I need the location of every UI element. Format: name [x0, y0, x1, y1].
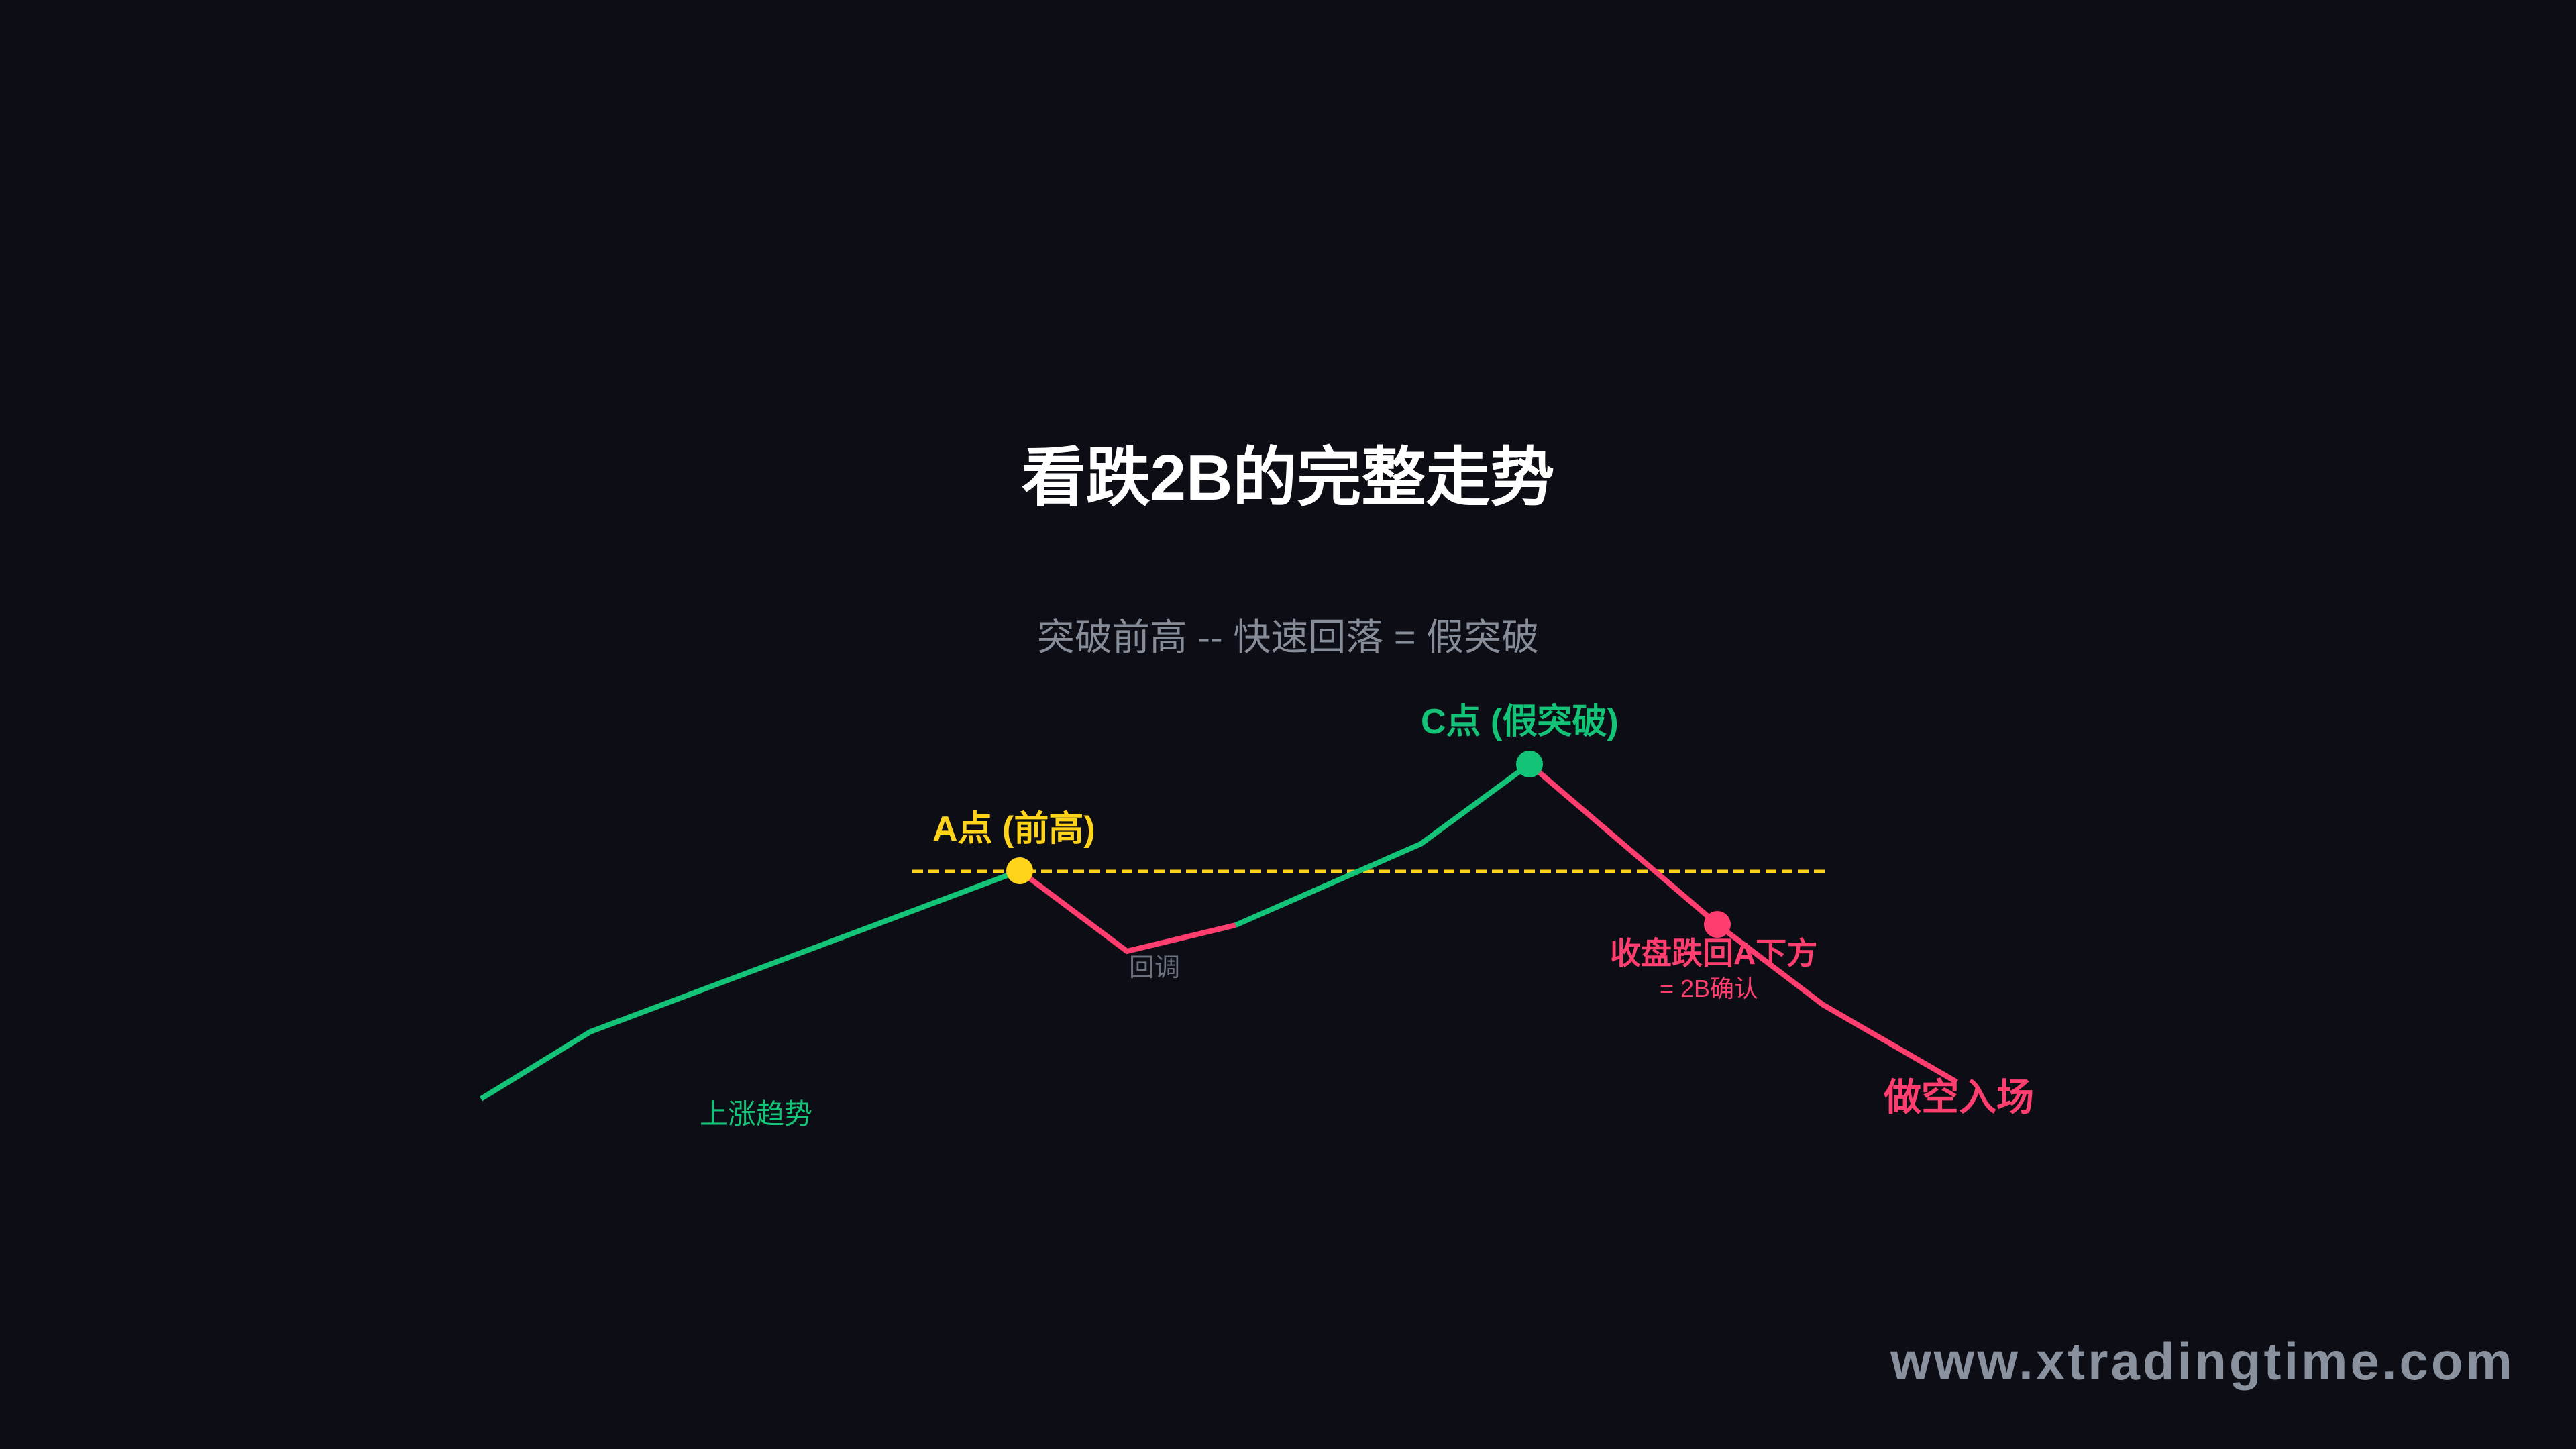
- page-subtitle: 突破前高 -- 快速回落 = 假突破: [1036, 616, 1540, 658]
- confirm-sub-label: = 2B确认: [1660, 975, 1759, 1002]
- page-title: 看跌2B的完整走势: [1021, 442, 1555, 514]
- uptrend-label: 上涨趋势: [700, 1098, 813, 1130]
- point-marker: [1006, 857, 1033, 884]
- short-entry-label: 做空入场: [1884, 1076, 2034, 1118]
- point-marker: [1516, 751, 1543, 777]
- price-segment: [1018, 868, 1236, 954]
- price-segments: [479, 761, 1959, 1102]
- pullback-label: 回调: [1129, 954, 1181, 982]
- price-segment: [1527, 761, 1959, 1085]
- confirm-label: 收盘跌回A下方: [1610, 936, 1818, 971]
- price-segment: [1234, 761, 1532, 928]
- key-point-markers: [1006, 751, 1731, 938]
- a-point-label: A点 (前高): [932, 810, 1095, 849]
- price-segment: [479, 868, 1021, 1102]
- point-marker: [1704, 911, 1731, 938]
- c-point-label: C点 (假突破): [1421, 702, 1619, 741]
- watermark: www.xtradingtime.com: [1890, 1332, 2515, 1391]
